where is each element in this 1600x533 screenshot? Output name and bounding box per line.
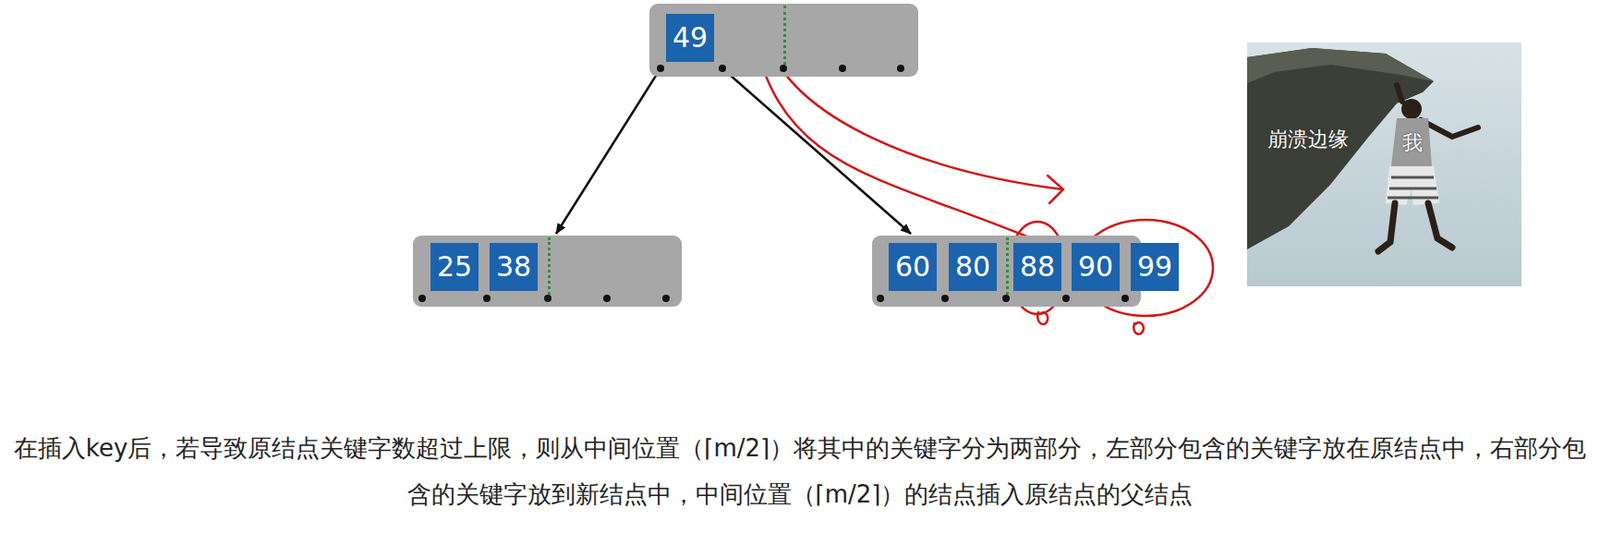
caption: 在插入key后，若导致原结点关键字数超过上限，则从中间位置（⌈m/2⌉）将其中的… [9,424,1591,518]
key-text: 25 [436,253,473,281]
pointer-dot [1062,294,1070,303]
key-text: 38 [496,253,532,281]
key-box: 38 [489,242,538,291]
btree-node: 6080889099 [872,235,1141,307]
btree-node: 49 [649,3,919,77]
pointer-dot [779,64,788,73]
split-marker [1006,237,1009,295]
key-text: 90 [1078,253,1114,281]
pointer-dot [662,294,670,303]
key-text: 60 [895,253,931,281]
child-pointer [722,68,911,234]
pointer-dot [718,64,727,73]
btree-node: 25 38 [412,235,682,307]
pointer-dot [941,294,949,303]
pointer-dot [544,294,552,303]
pointer-dot [876,294,885,303]
split-marker [783,5,787,65]
key-box: 80 [948,242,997,291]
key-box: 99 [1130,242,1179,291]
key-text: 49 [672,24,708,52]
meme-label: 崩溃边缘 [1267,125,1349,154]
meme-label: 我 [1402,129,1423,158]
pointer-dot [896,64,905,73]
split-marker [547,237,551,295]
key-text: 88 [1019,253,1055,281]
key-box: 25 [430,242,479,291]
key-box: 88 [1013,242,1062,291]
meme-picture [1247,42,1522,287]
key-text: 80 [955,253,991,281]
pointer-dot [656,64,665,73]
key-text: 99 [1137,253,1173,281]
pointer-dot [603,294,611,303]
pointer-dot [1121,294,1129,303]
key-box: 60 [888,242,937,291]
pointer-dot [418,294,426,303]
pointer-dot [838,64,847,73]
child-pointer [556,68,661,234]
pointer-dot [1002,294,1010,303]
pointer-dot [483,294,491,303]
key-box: 90 [1071,242,1120,291]
red-annotation [766,40,1213,335]
key-box: 49 [666,13,715,62]
